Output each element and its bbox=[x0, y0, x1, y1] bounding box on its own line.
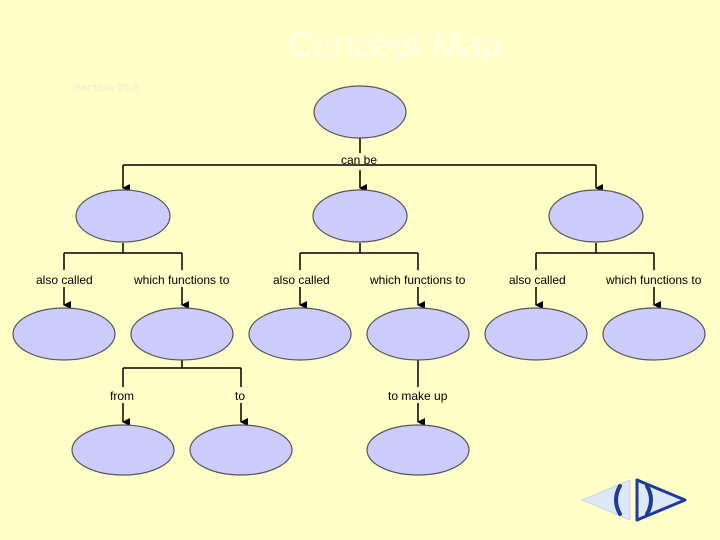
node-row1-right bbox=[548, 189, 644, 243]
link-label-also-called-2: also called bbox=[273, 273, 330, 287]
link-label-to: to bbox=[235, 389, 246, 403]
node-row1-left bbox=[75, 189, 171, 243]
node-row1-middle bbox=[312, 189, 408, 243]
node-row2-2 bbox=[130, 307, 234, 361]
node-row2-6 bbox=[602, 307, 706, 361]
section-label: Section 35-3 bbox=[74, 82, 139, 94]
link-label-from: from bbox=[110, 389, 134, 403]
node-row2-5 bbox=[484, 307, 588, 361]
forward-button[interactable] bbox=[635, 478, 687, 527]
link-label-functions-2: which functions to bbox=[370, 273, 466, 287]
node-row2-3 bbox=[248, 307, 352, 361]
link-label-functions-1: which functions to bbox=[134, 273, 230, 287]
node-row3-2 bbox=[189, 424, 293, 476]
forward-arrow-icon bbox=[635, 478, 687, 522]
link-label-functions-3: which functions to bbox=[606, 273, 702, 287]
link-label-to-make-up: to make up bbox=[388, 389, 448, 403]
slide-title: Concept Map bbox=[287, 24, 503, 65]
back-arrow-icon bbox=[580, 479, 631, 521]
node-row2-4 bbox=[366, 307, 470, 361]
link-label-also-called-3: also called bbox=[509, 273, 566, 287]
node-row3-1 bbox=[71, 424, 175, 476]
back-button[interactable] bbox=[580, 478, 632, 527]
node-row3-3 bbox=[366, 424, 470, 476]
node-top bbox=[313, 85, 407, 139]
connector-lines bbox=[63, 138, 661, 426]
link-label-can-be: can be bbox=[341, 153, 378, 167]
node-row2-1 bbox=[12, 307, 116, 361]
link-label-also-called-1: also called bbox=[36, 273, 93, 287]
